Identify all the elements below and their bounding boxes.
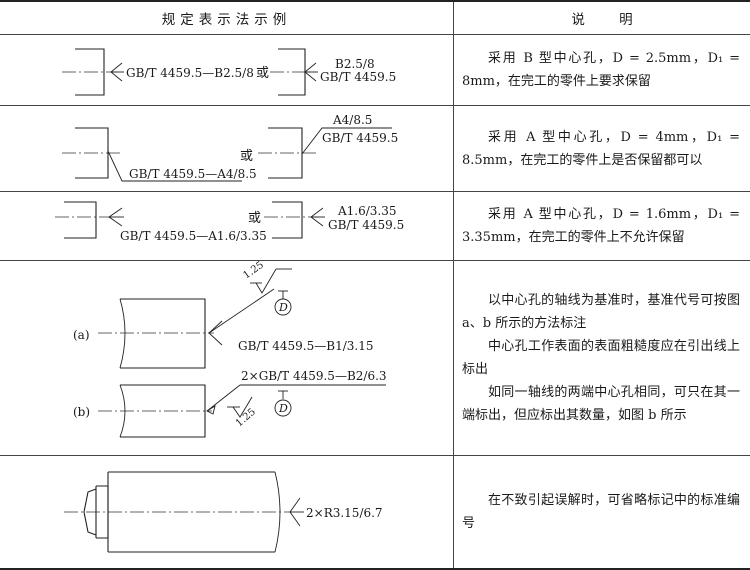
label-a4-8-5-full: GB/T 4459.5—A4/8.5 bbox=[129, 167, 257, 181]
label-a1-6-3-35-full: GB/T 4459.5—A1.6/3.35 bbox=[120, 229, 267, 243]
table-row: 2×R3.15/6.7 在不致引起误解时，可省略标记中的标准编号 bbox=[0, 456, 750, 570]
datum-symbol-b: D bbox=[278, 402, 288, 415]
figure-cell-b-type-required: GB/T 4459.5—B2.5/8 或 B2.5/8 GB/T 4459.5 bbox=[0, 35, 454, 106]
label-gbt-4459-5: GB/T 4459.5 bbox=[320, 70, 396, 84]
description-cell: 采用 A 型中心孔，D = 1.6mm，D₁ = 3.35mm，在完工的零件上不… bbox=[454, 192, 750, 261]
center-hole-drawing-4: (a) GB/T 4459.5—B1/3.15 1.25 D (b) bbox=[0, 261, 453, 455]
table-row: GB/T 4459.5—A1.6/3.35 或 A1.6/3.35 GB/T 4… bbox=[0, 192, 750, 261]
figure-cell-a-type-not-allowed: GB/T 4459.5—A1.6/3.35 或 A1.6/3.35 GB/T 4… bbox=[0, 192, 454, 261]
label-gbt-4459-5: GB/T 4459.5 bbox=[328, 218, 404, 232]
label-or: 或 bbox=[240, 149, 253, 164]
label-gbt-4459-5: GB/T 4459.5 bbox=[322, 131, 398, 145]
datum-symbol-a: D bbox=[278, 301, 288, 314]
center-hole-drawing-3: GB/T 4459.5—A1.6/3.35 或 A1.6/3.35 GB/T 4… bbox=[0, 192, 453, 260]
description-text: 中心孔工作表面的表面粗糙度应在引出线上标出 bbox=[462, 335, 740, 381]
center-hole-drawing-2: GB/T 4459.5—A4/8.5 或 A4/8.5 GB/T 4459.5 bbox=[0, 106, 453, 191]
label-or: 或 bbox=[256, 66, 269, 81]
description-text: 在不致引起误解时，可省略标记中的标准编号 bbox=[462, 489, 740, 535]
table-header-row: 规定表示法示例 说 明 bbox=[0, 1, 750, 35]
figure-a-tag: (a) bbox=[73, 328, 90, 342]
label-b2-5-8: B2.5/8 bbox=[335, 57, 375, 71]
center-hole-drawing-1: GB/T 4459.5—B2.5/8 或 B2.5/8 GB/T 4459.5 bbox=[0, 35, 453, 105]
description-text: 采用 B 型中心孔，D = 2.5mm，D₁ = 8mm，在完工的零件上要求保留 bbox=[462, 47, 740, 93]
header-description: 说 明 bbox=[454, 1, 750, 35]
description-cell: 以中心孔的轴线为基准时，基准代号可按图 a、b 所示的方法标注 中心孔工作表面的… bbox=[454, 261, 750, 456]
table-row: GB/T 4459.5—A4/8.5 或 A4/8.5 GB/T 4459.5 … bbox=[0, 106, 750, 192]
description-cell: 采用 B 型中心孔，D = 2.5mm，D₁ = 8mm，在完工的零件上要求保留 bbox=[454, 35, 750, 106]
table-row: GB/T 4459.5—B2.5/8 或 B2.5/8 GB/T 4459.5 … bbox=[0, 35, 750, 106]
header-examples: 规定表示法示例 bbox=[0, 1, 454, 35]
description-text: 采用 A 型中心孔，D = 4mm，D₁ = 8.5mm，在完工的零件上是否保留… bbox=[462, 126, 740, 172]
center-hole-drawing-5: 2×R3.15/6.7 bbox=[0, 456, 453, 568]
description-text: 如同一轴线的两端中心孔相同，可只在其一端标出，但应标出其数量，如图 b 所示 bbox=[462, 381, 740, 427]
label-b2-5-8-full: GB/T 4459.5—B2.5/8 bbox=[126, 66, 254, 80]
table-row: (a) GB/T 4459.5—B1/3.15 1.25 D (b) bbox=[0, 261, 750, 456]
figure-cell-datum-roughness: (a) GB/T 4459.5—B1/3.15 1.25 D (b) bbox=[0, 261, 454, 456]
figure-b-tag: (b) bbox=[73, 405, 90, 419]
label-a1-6-3-35: A1.6/3.35 bbox=[337, 204, 397, 218]
label-a4-8-5: A4/8.5 bbox=[332, 113, 372, 127]
description-text: 以中心孔的轴线为基准时，基准代号可按图 a、b 所示的方法标注 bbox=[462, 289, 740, 335]
figure-cell-a-type-optional: GB/T 4459.5—A4/8.5 或 A4/8.5 GB/T 4459.5 bbox=[0, 106, 454, 192]
label-b1-3-15: GB/T 4459.5—B1/3.15 bbox=[238, 339, 373, 353]
roughness-value-b: 1.25 bbox=[234, 407, 258, 430]
label-2x-r3-15-6-7: 2×R3.15/6.7 bbox=[306, 506, 383, 520]
roughness-value-a: 1.25 bbox=[241, 261, 266, 281]
description-cell: 采用 A 型中心孔，D = 4mm，D₁ = 8.5mm，在完工的零件上是否保留… bbox=[454, 106, 750, 192]
description-text: 采用 A 型中心孔，D = 1.6mm，D₁ = 3.35mm，在完工的零件上不… bbox=[462, 203, 740, 249]
label-2x-b2-6-3: 2×GB/T 4459.5—B2/6.3 bbox=[241, 369, 387, 383]
description-cell: 在不致引起误解时，可省略标记中的标准编号 bbox=[454, 456, 750, 570]
label-or: 或 bbox=[248, 211, 261, 226]
figure-cell-omit-standard: 2×R3.15/6.7 bbox=[0, 456, 454, 570]
